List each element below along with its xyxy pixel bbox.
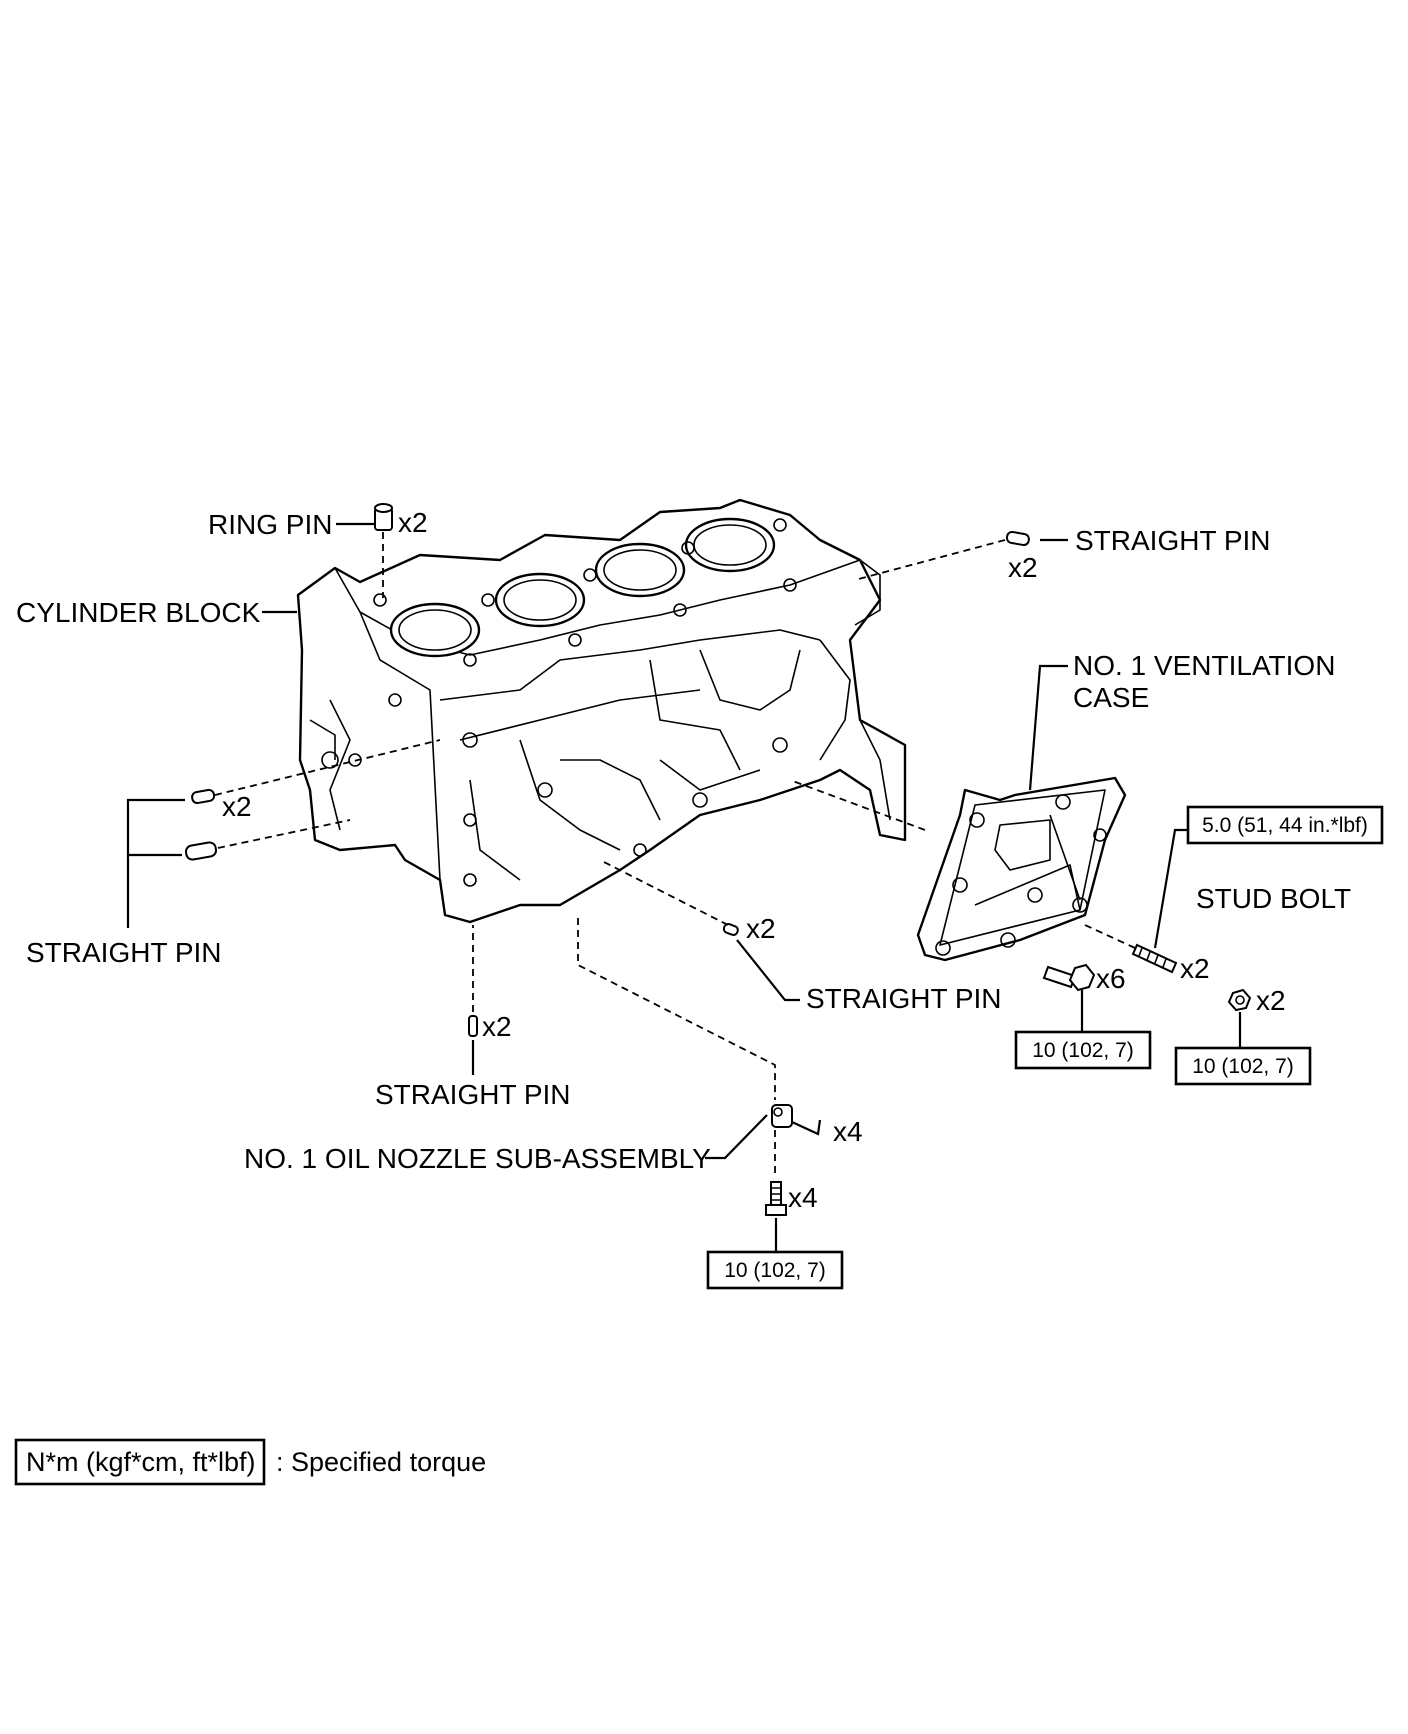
legend-description: : Specified torque [276, 1447, 486, 1477]
oil-nozzle-part [771, 1104, 822, 1136]
cylinder-block-drawing [296, 498, 907, 924]
ring-pin-part [374, 503, 393, 531]
ring-pin-count: x2 [398, 507, 428, 538]
torque-legend: N*m (kgf*cm, ft*lbf) : Specified torque [14, 1438, 486, 1486]
oil-nozzle-count: x4 [833, 1116, 863, 1147]
stud-bolt-part [1131, 943, 1178, 974]
straight-pin-top-right-label: STRAIGHT PIN [1075, 525, 1271, 556]
straight-pin-left-label: STRAIGHT PIN [26, 937, 222, 968]
oil-nozzle-label: NO. 1 OIL NOZZLE SUB-ASSEMBLY [244, 1143, 711, 1174]
ventilation-case-part [916, 776, 1127, 962]
straight-pin-top-right-part [1005, 530, 1030, 547]
oil-nozzle-bolt-count: x4 [788, 1182, 818, 1213]
ventilation-case-label-line2: CASE [1073, 682, 1149, 713]
straight-pin-top-right-count: x2 [1008, 552, 1038, 583]
straight-pin-center-part [722, 922, 739, 936]
straight-pin-center-count: x2 [746, 913, 776, 944]
straight-pin-left-count: x2 [222, 791, 252, 822]
straight-pin-bottom-count: x2 [482, 1011, 512, 1042]
oil-nozzle-bolt-part [765, 1181, 787, 1216]
assembly-dashed-lines [214, 532, 1136, 1178]
straight-pin-bottom-label: STRAIGHT PIN [375, 1079, 571, 1110]
straight-pin-left-parts [184, 788, 218, 861]
straight-pin-bottom-part [468, 1015, 478, 1037]
torque-box-oil-nozzle-bolt: 10 (102, 7) [706, 1250, 844, 1290]
stud-nut-count: x2 [1256, 985, 1286, 1016]
ring-pin-label: RING PIN [208, 509, 332, 540]
ventilation-bolt-part [1042, 963, 1096, 992]
torque-box-stud-bolt: 5.0 (51, 44 in.*lbf) [1186, 805, 1384, 845]
cylinder-block-label: CYLINDER BLOCK [16, 597, 261, 628]
torque-box-ventilation-bolt: 10 (102, 7) [1014, 1030, 1152, 1070]
stud-nut-part [1227, 988, 1252, 1012]
ventilation-bolt-count: x6 [1096, 963, 1126, 994]
torque-box-stud-nut: 10 (102, 7) [1174, 1046, 1312, 1086]
stud-bolt-label: STUD BOLT [1196, 883, 1351, 914]
stud-bolt-count: x2 [1180, 953, 1210, 984]
leader-lines [126, 522, 1242, 1252]
straight-pin-center-label: STRAIGHT PIN [806, 983, 1002, 1014]
ventilation-case-label-line1: NO. 1 VENTILATION [1073, 650, 1335, 681]
torque-oil-nozzle-bolt-value: 10 (102, 7) [724, 1259, 826, 1282]
legend-box-text: N*m (kgf*cm, ft*lbf) [26, 1447, 256, 1477]
torque-stud-bolt-value: 5.0 (51, 44 in.*lbf) [1202, 814, 1368, 837]
torque-ventilation-bolt-value: 10 (102, 7) [1032, 1039, 1134, 1062]
torque-stud-nut-value: 10 (102, 7) [1192, 1055, 1294, 1078]
